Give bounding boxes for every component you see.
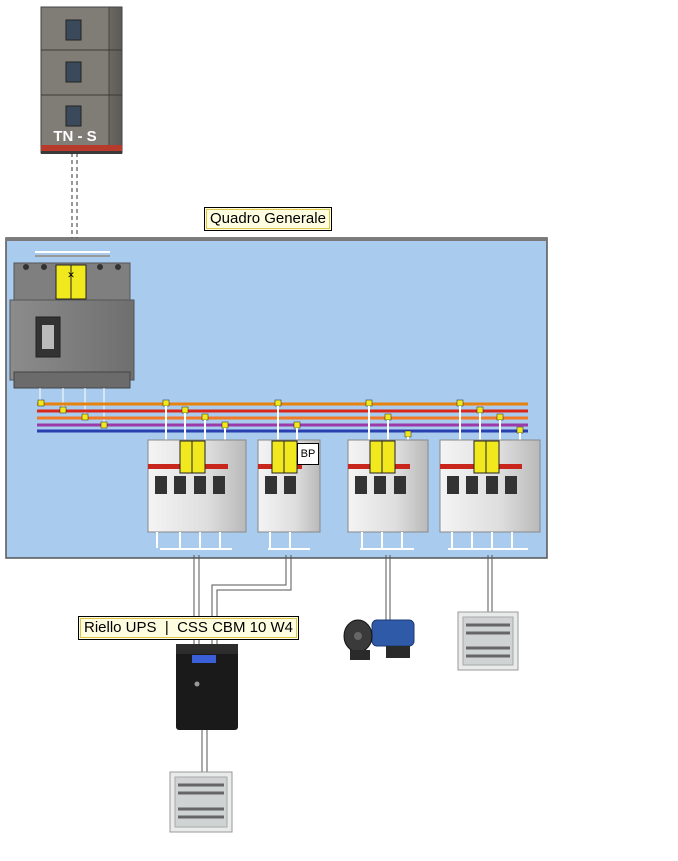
busbars: [37, 399, 528, 433]
main-breaker-icon: ✕: [9, 251, 135, 426]
output-cables: [193, 555, 493, 775]
breaker-4p-icon: [147, 399, 247, 550]
svg-text:✕: ✕: [67, 270, 75, 280]
breaker-4p-icon: [439, 399, 541, 550]
pump-motor-icon: [343, 619, 415, 660]
distribution-board-icon: [169, 771, 233, 833]
ups-unit-icon: [176, 644, 238, 730]
bypass-badge: BP: [297, 443, 319, 465]
source-label: TN - S: [53, 128, 97, 145]
feeder-line: [71, 153, 78, 245]
distribution-board-icon: [457, 611, 519, 671]
tns-source-cabinet-icon: [40, 6, 123, 154]
ups-label: Riello UPS | CSS CBM 10 W4: [78, 616, 299, 640]
panel-label: Quadro Generale: [204, 207, 332, 231]
breaker-3p-icon: [347, 399, 429, 550]
